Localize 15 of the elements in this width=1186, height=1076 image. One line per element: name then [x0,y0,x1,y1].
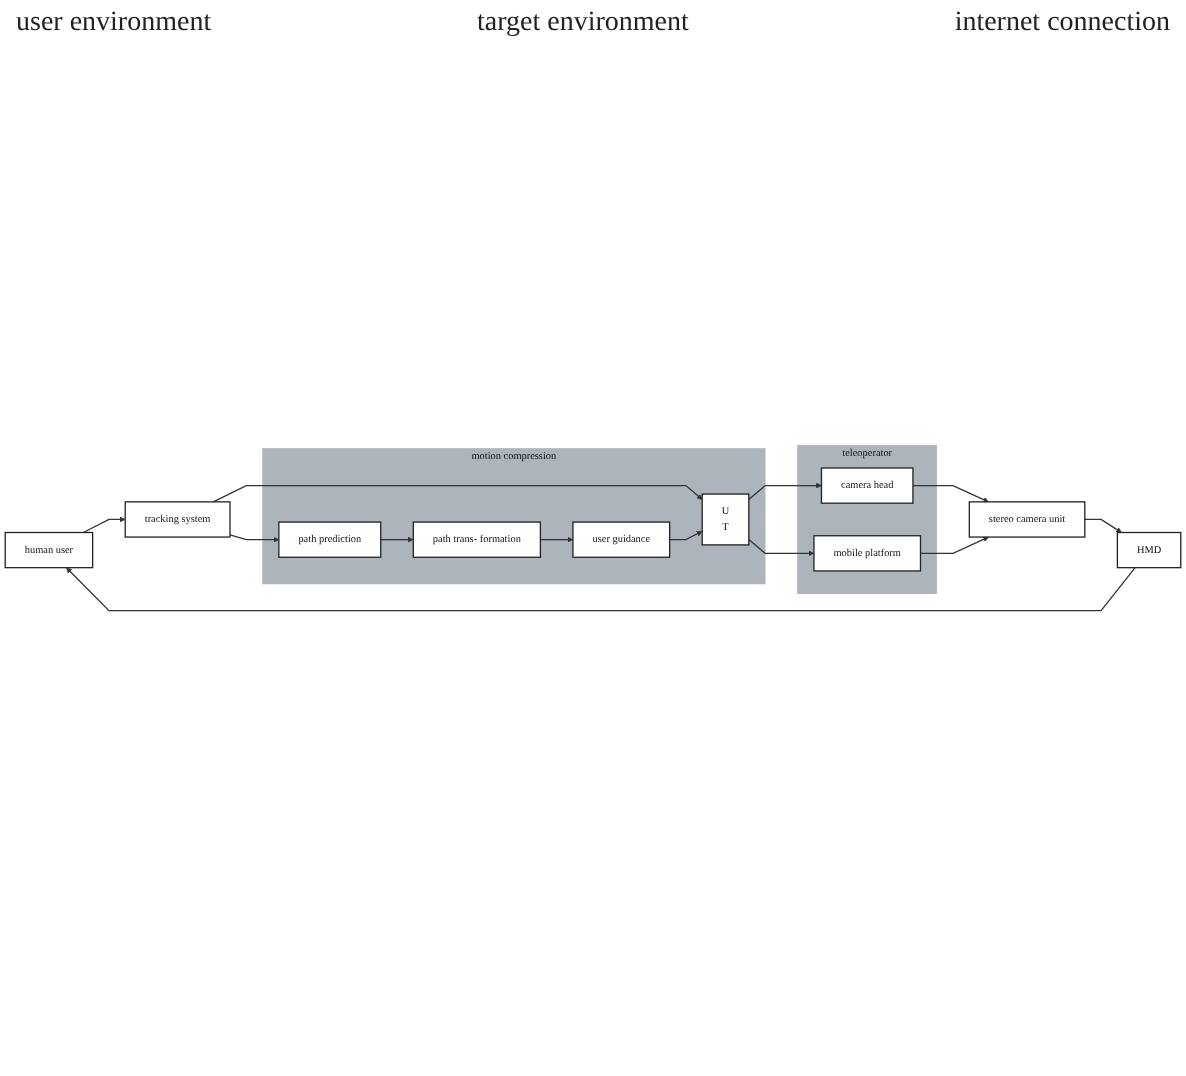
arrow [212,485,703,503]
arrow [82,516,126,534]
arrow [1084,518,1122,533]
region-label: internet connection [954,8,1170,40]
arrow [66,567,1136,612]
arrow [380,536,414,543]
arrow [229,534,280,543]
arrow [748,538,815,557]
arrow [912,485,989,503]
region-label: target environment [477,8,689,40]
region-label: user environment [16,8,212,40]
arrow [748,482,822,501]
arrow [539,536,574,543]
arrow [668,531,703,541]
arrow [919,536,989,555]
